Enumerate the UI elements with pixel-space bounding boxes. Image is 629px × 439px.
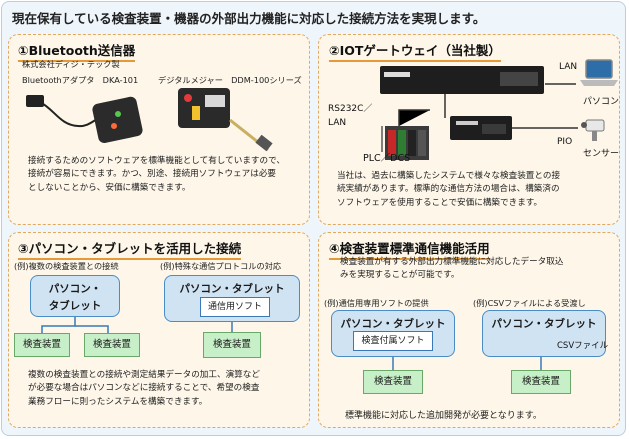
device-b-label: デジタルメジャー DDM-100シリーズ <box>158 75 302 85</box>
inspection-device: 検査装置 <box>14 333 70 357</box>
inspection-software-box: 検査付属ソフト <box>353 331 433 351</box>
panel-standard-intro: 検査装置が有する外部出力標準機能に対応したデータ取込 みを実現することが可能です… <box>340 256 616 283</box>
pc-tablet-box: パソコン・ タブレット <box>30 275 120 317</box>
comm-software-box: 通信用ソフト <box>200 297 270 317</box>
sensor-label: センサー <box>583 149 620 159</box>
panel-bluetooth-title: ①Bluetooth送信器 <box>18 40 136 62</box>
company-label: 株式会社ディジ・テック製 <box>22 59 120 69</box>
panel-iot-text: 当社は、過去に構築したシステムで様々な検査装置との接 続実績があります。標準的な… <box>337 170 613 210</box>
example-multi-device: (例)複数の検査装置との接続 <box>14 261 119 271</box>
panel-bluetooth-text: 接続するためのソフトウェアを標準機能として有していますので、 接続が容易にできま… <box>28 155 308 195</box>
inspection-device: 検査装置 <box>84 333 140 357</box>
panel-standard-footer: 標準機能に対応した追加開発が必要となります。 <box>345 411 542 421</box>
inspection-device: 検査装置 <box>203 332 261 358</box>
text-line: としないことから、安価に構築できます。 <box>28 182 191 193</box>
rs232-line: RS232C／ <box>328 104 373 114</box>
device-a-label: Bluetoothアダプタ DKA-101 <box>22 75 139 85</box>
panel-standard-title: ④検査装置標準通信機能活用 <box>329 238 490 260</box>
text-line: 続実績があります。標準的な通信方法の場合は、構築済の <box>337 184 560 195</box>
pc-label: パソコン <box>583 97 620 107</box>
pc-tablet-label: パソコン・タブレット <box>491 318 597 330</box>
text-line: 当社は、過去に構築したシステムで様々な検査装置との接 <box>337 171 561 181</box>
text-line: 接続するためのソフトウェアを標準機能として有していますので、 <box>28 156 285 166</box>
text-line: が必要な場合はパソコンなどに接続することで、希望の検査 <box>28 383 260 394</box>
inspection-device: 検査装置 <box>363 370 423 394</box>
panel-bluetooth <box>8 34 310 225</box>
pc-tablet-csv-box: パソコン・タブレット <box>482 310 606 357</box>
rs232-label: RS232C／ LAN <box>328 102 372 130</box>
csv-file-label: CSVファイル <box>557 341 609 351</box>
example-dedicated-software: (例)通信用専用ソフトの提供 <box>324 298 429 308</box>
panel-pc-title: ③パソコン・タブレットを活用した接続 <box>18 238 242 260</box>
text-line: 検査装置が有する外部出力標準機能に対応したデータ取込 <box>340 257 564 267</box>
pc-line: タブレット <box>48 300 102 312</box>
text-line: 接続が容易にできます。かつ、別途、接続用ソフトウェアは必要 <box>28 169 277 180</box>
text-line: ソフトウェアを使用することで安価に構築できます。 <box>337 197 543 208</box>
pio-label: PIO <box>557 137 573 147</box>
pc-tablet-protocol-box: パソコン・タブレット <box>164 275 300 322</box>
laptop-icon <box>585 59 613 79</box>
pc-line: パソコン・ <box>48 283 102 295</box>
panel-pc-tablet <box>8 232 310 428</box>
rs232-line: LAN <box>328 118 347 128</box>
text-line: 業務フローに則ったシステムを構築できます。 <box>28 396 208 407</box>
headline: 現在保有している検査装置・機器の外部出力機能に対応した接続方法を実現します。 <box>12 11 486 26</box>
bluetooth-adapter-icon <box>92 96 143 144</box>
panel-pc-text: 複数の検査装置との接続や測定結果データの加工、演算など が必要な場合はパソコンな… <box>28 369 308 409</box>
plug-icon <box>26 95 44 107</box>
plc-label: PLC／DCS <box>363 153 411 164</box>
lan-label: LAN <box>559 62 578 72</box>
pc-tablet-label: パソコン・タブレット <box>179 283 285 295</box>
panel-iot-title: ②IOTゲートウェイ（当社製） <box>329 40 501 62</box>
example-csv: (例)CSVファイルによる受渡し <box>473 298 586 308</box>
inspection-device: 検査装置 <box>511 370 571 394</box>
example-protocol: (例)特殊な通信プロトコルの対応 <box>160 261 282 271</box>
text-line: みを実現することが可能です。 <box>340 270 460 281</box>
text-line: 複数の検査装置との接続や測定結果データの加工、演算など <box>28 370 260 380</box>
pc-tablet-label: パソコン・タブレット <box>340 318 446 330</box>
